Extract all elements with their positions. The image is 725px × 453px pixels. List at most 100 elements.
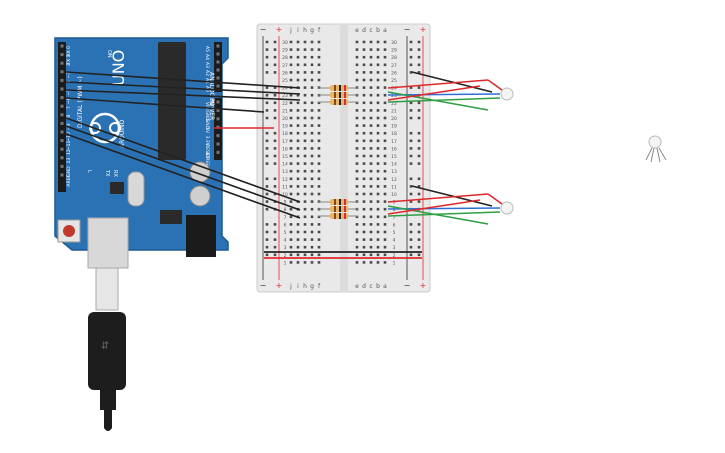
breadboard-hole[interactable] — [369, 185, 373, 188]
power-pin[interactable] — [216, 134, 220, 138]
breadboard-hole[interactable] — [376, 48, 380, 51]
rail-hole[interactable] — [265, 147, 269, 150]
breadboard-hole[interactable] — [310, 245, 314, 249]
breadboard-hole[interactable] — [296, 162, 300, 165]
rail-hole[interactable] — [265, 200, 269, 203]
breadboard-hole[interactable] — [362, 109, 366, 112]
breadboard-hole[interactable] — [317, 154, 321, 158]
breadboard-hole[interactable] — [310, 215, 314, 219]
rail-hole[interactable] — [273, 154, 277, 158]
rgb-led-2[interactable] — [500, 201, 514, 215]
analog-pin[interactable] — [216, 44, 220, 48]
breadboard-hole[interactable] — [383, 93, 387, 97]
breadboard-hole[interactable] — [310, 109, 314, 112]
rail-hole[interactable] — [409, 71, 413, 74]
digital-pin[interactable] — [60, 130, 64, 134]
signal-wires[interactable] — [65, 71, 301, 219]
rail-hole[interactable] — [265, 207, 269, 211]
breadboard-hole[interactable] — [383, 154, 387, 158]
breadboard-hole[interactable] — [383, 48, 387, 51]
digital-pin[interactable] — [60, 164, 64, 168]
breadboard-hole[interactable] — [383, 71, 387, 74]
breadboard-hole[interactable] — [362, 162, 366, 165]
rail-hole[interactable] — [417, 192, 421, 196]
breadboard-hole[interactable] — [355, 261, 359, 264]
breadboard-hole[interactable] — [296, 154, 300, 158]
breadboard-hole[interactable] — [310, 86, 314, 89]
breadboard-hole[interactable] — [310, 207, 314, 211]
breadboard-hole[interactable] — [310, 238, 314, 241]
breadboard-hole[interactable] — [303, 215, 307, 219]
rail-hole[interactable] — [273, 192, 277, 196]
rail-hole[interactable] — [265, 93, 269, 97]
breadboard-hole[interactable] — [355, 185, 359, 188]
breadboard-hole[interactable] — [383, 78, 387, 82]
rail-hole[interactable] — [417, 109, 421, 112]
breadboard-hole[interactable] — [376, 200, 380, 203]
rail-hole[interactable] — [409, 55, 413, 59]
rail-hole[interactable] — [273, 238, 277, 241]
rail-hole[interactable] — [273, 86, 277, 89]
power-pin[interactable] — [216, 117, 220, 121]
breadboard-hole[interactable] — [383, 177, 387, 181]
rail-hole[interactable] — [273, 162, 277, 165]
breadboard-hole[interactable] — [296, 101, 300, 105]
breadboard-hole[interactable] — [369, 261, 373, 264]
breadboard-hole[interactable] — [369, 147, 373, 150]
rail-hole[interactable] — [409, 185, 413, 188]
breadboard-hole[interactable] — [296, 63, 300, 67]
breadboard-hole[interactable] — [310, 55, 314, 59]
rail-hole[interactable] — [417, 223, 421, 226]
rail-hole[interactable] — [265, 109, 269, 112]
breadboard-hole[interactable] — [317, 215, 321, 219]
breadboard-hole[interactable] — [310, 40, 314, 44]
breadboard-hole[interactable] — [289, 245, 293, 249]
breadboard-hole[interactable] — [303, 86, 307, 89]
breadboard-hole[interactable] — [296, 78, 300, 82]
breadboard-hole[interactable] — [383, 147, 387, 150]
rail-hole[interactable] — [409, 200, 413, 203]
digital-pin[interactable] — [60, 156, 64, 160]
breadboard-hole[interactable] — [376, 261, 380, 264]
rail-hole[interactable] — [273, 223, 277, 226]
breadboard-hole[interactable] — [296, 185, 300, 188]
breadboard-hole[interactable] — [303, 63, 307, 67]
rail-hole[interactable] — [409, 86, 413, 89]
breadboard-hole[interactable] — [310, 223, 314, 226]
rail-hole[interactable] — [273, 101, 277, 105]
breadboard-hole[interactable] — [289, 71, 293, 74]
breadboard-hole[interactable] — [362, 177, 366, 181]
breadboard-hole[interactable] — [383, 238, 387, 241]
breadboard-hole[interactable] — [362, 63, 366, 67]
breadboard-hole[interactable] — [289, 238, 293, 241]
breadboard-hole[interactable] — [383, 124, 387, 127]
rail-hole[interactable] — [273, 40, 277, 44]
breadboard-hole[interactable] — [317, 116, 321, 120]
rail-hole[interactable] — [265, 71, 269, 74]
rail-hole[interactable] — [265, 63, 269, 67]
breadboard-hole[interactable] — [310, 162, 314, 165]
breadboard-hole[interactable] — [289, 147, 293, 150]
rail-hole[interactable] — [265, 230, 269, 234]
breadboard-hole[interactable] — [362, 154, 366, 158]
breadboard-hole[interactable] — [289, 116, 293, 120]
breadboard-hole[interactable] — [296, 238, 300, 241]
breadboard-hole[interactable] — [383, 131, 387, 135]
rail-hole[interactable] — [417, 162, 421, 165]
breadboard-hole[interactable] — [362, 238, 366, 241]
breadboard-hole[interactable] — [355, 162, 359, 165]
digital-pin[interactable] — [60, 53, 64, 57]
rail-hole[interactable] — [409, 101, 413, 105]
resistor[interactable] — [318, 92, 358, 98]
breadboard-hole[interactable] — [303, 253, 307, 257]
breadboard-hole[interactable] — [383, 63, 387, 67]
breadboard-hole[interactable] — [289, 109, 293, 112]
breadboard-hole[interactable] — [383, 200, 387, 203]
breadboard-hole[interactable] — [369, 192, 373, 196]
breadboard-hole[interactable] — [376, 55, 380, 59]
breadboard-hole[interactable] — [369, 40, 373, 44]
breadboard-hole[interactable] — [296, 245, 300, 249]
rail-hole[interactable] — [409, 116, 413, 120]
rail-hole[interactable] — [417, 154, 421, 158]
breadboard-hole[interactable] — [296, 55, 300, 59]
